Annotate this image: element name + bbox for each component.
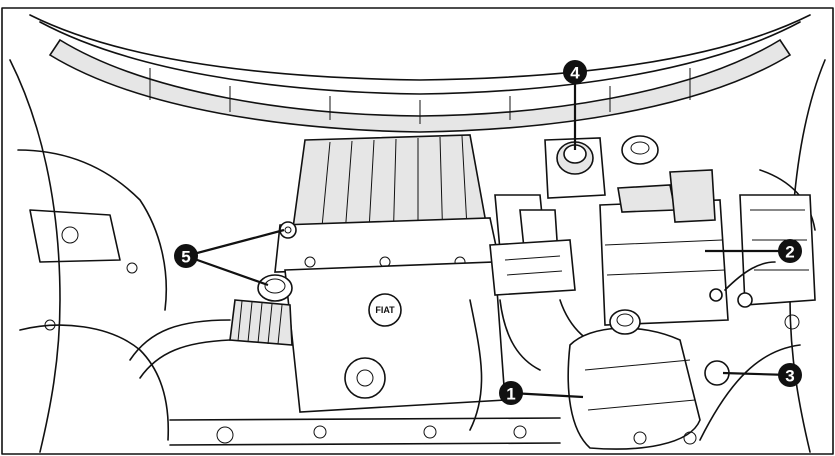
oil-filler-cap [257, 274, 293, 302]
callout-4-label: 4 [570, 64, 580, 83]
intake-hose [129, 299, 293, 379]
oil-dipstick [279, 221, 297, 239]
callout-2-label: 2 [785, 243, 794, 262]
callout-1: 1 [499, 381, 523, 405]
front-cross-member [169, 417, 561, 446]
callout-3: 3 [778, 363, 802, 387]
callout-5: 5 [174, 244, 198, 268]
callout-1-label: 1 [506, 385, 515, 404]
fiat-logo-text: FIAT [375, 305, 395, 315]
coolant-expansion-tank [567, 309, 701, 450]
engine-cover: FIAT [274, 134, 506, 413]
brake-fluid-reservoir [544, 137, 606, 199]
callout-3-label: 3 [785, 367, 794, 386]
callout-2: 2 [778, 239, 802, 263]
hood-outline [1, 7, 834, 455]
callout-4: 4 [563, 60, 587, 84]
vacuum-canister [621, 135, 659, 165]
callout-leaders [185, 72, 791, 399]
battery [599, 169, 776, 326]
callout-5-label: 5 [181, 248, 190, 267]
center-components [469, 194, 611, 431]
left-fender [9, 59, 170, 453]
